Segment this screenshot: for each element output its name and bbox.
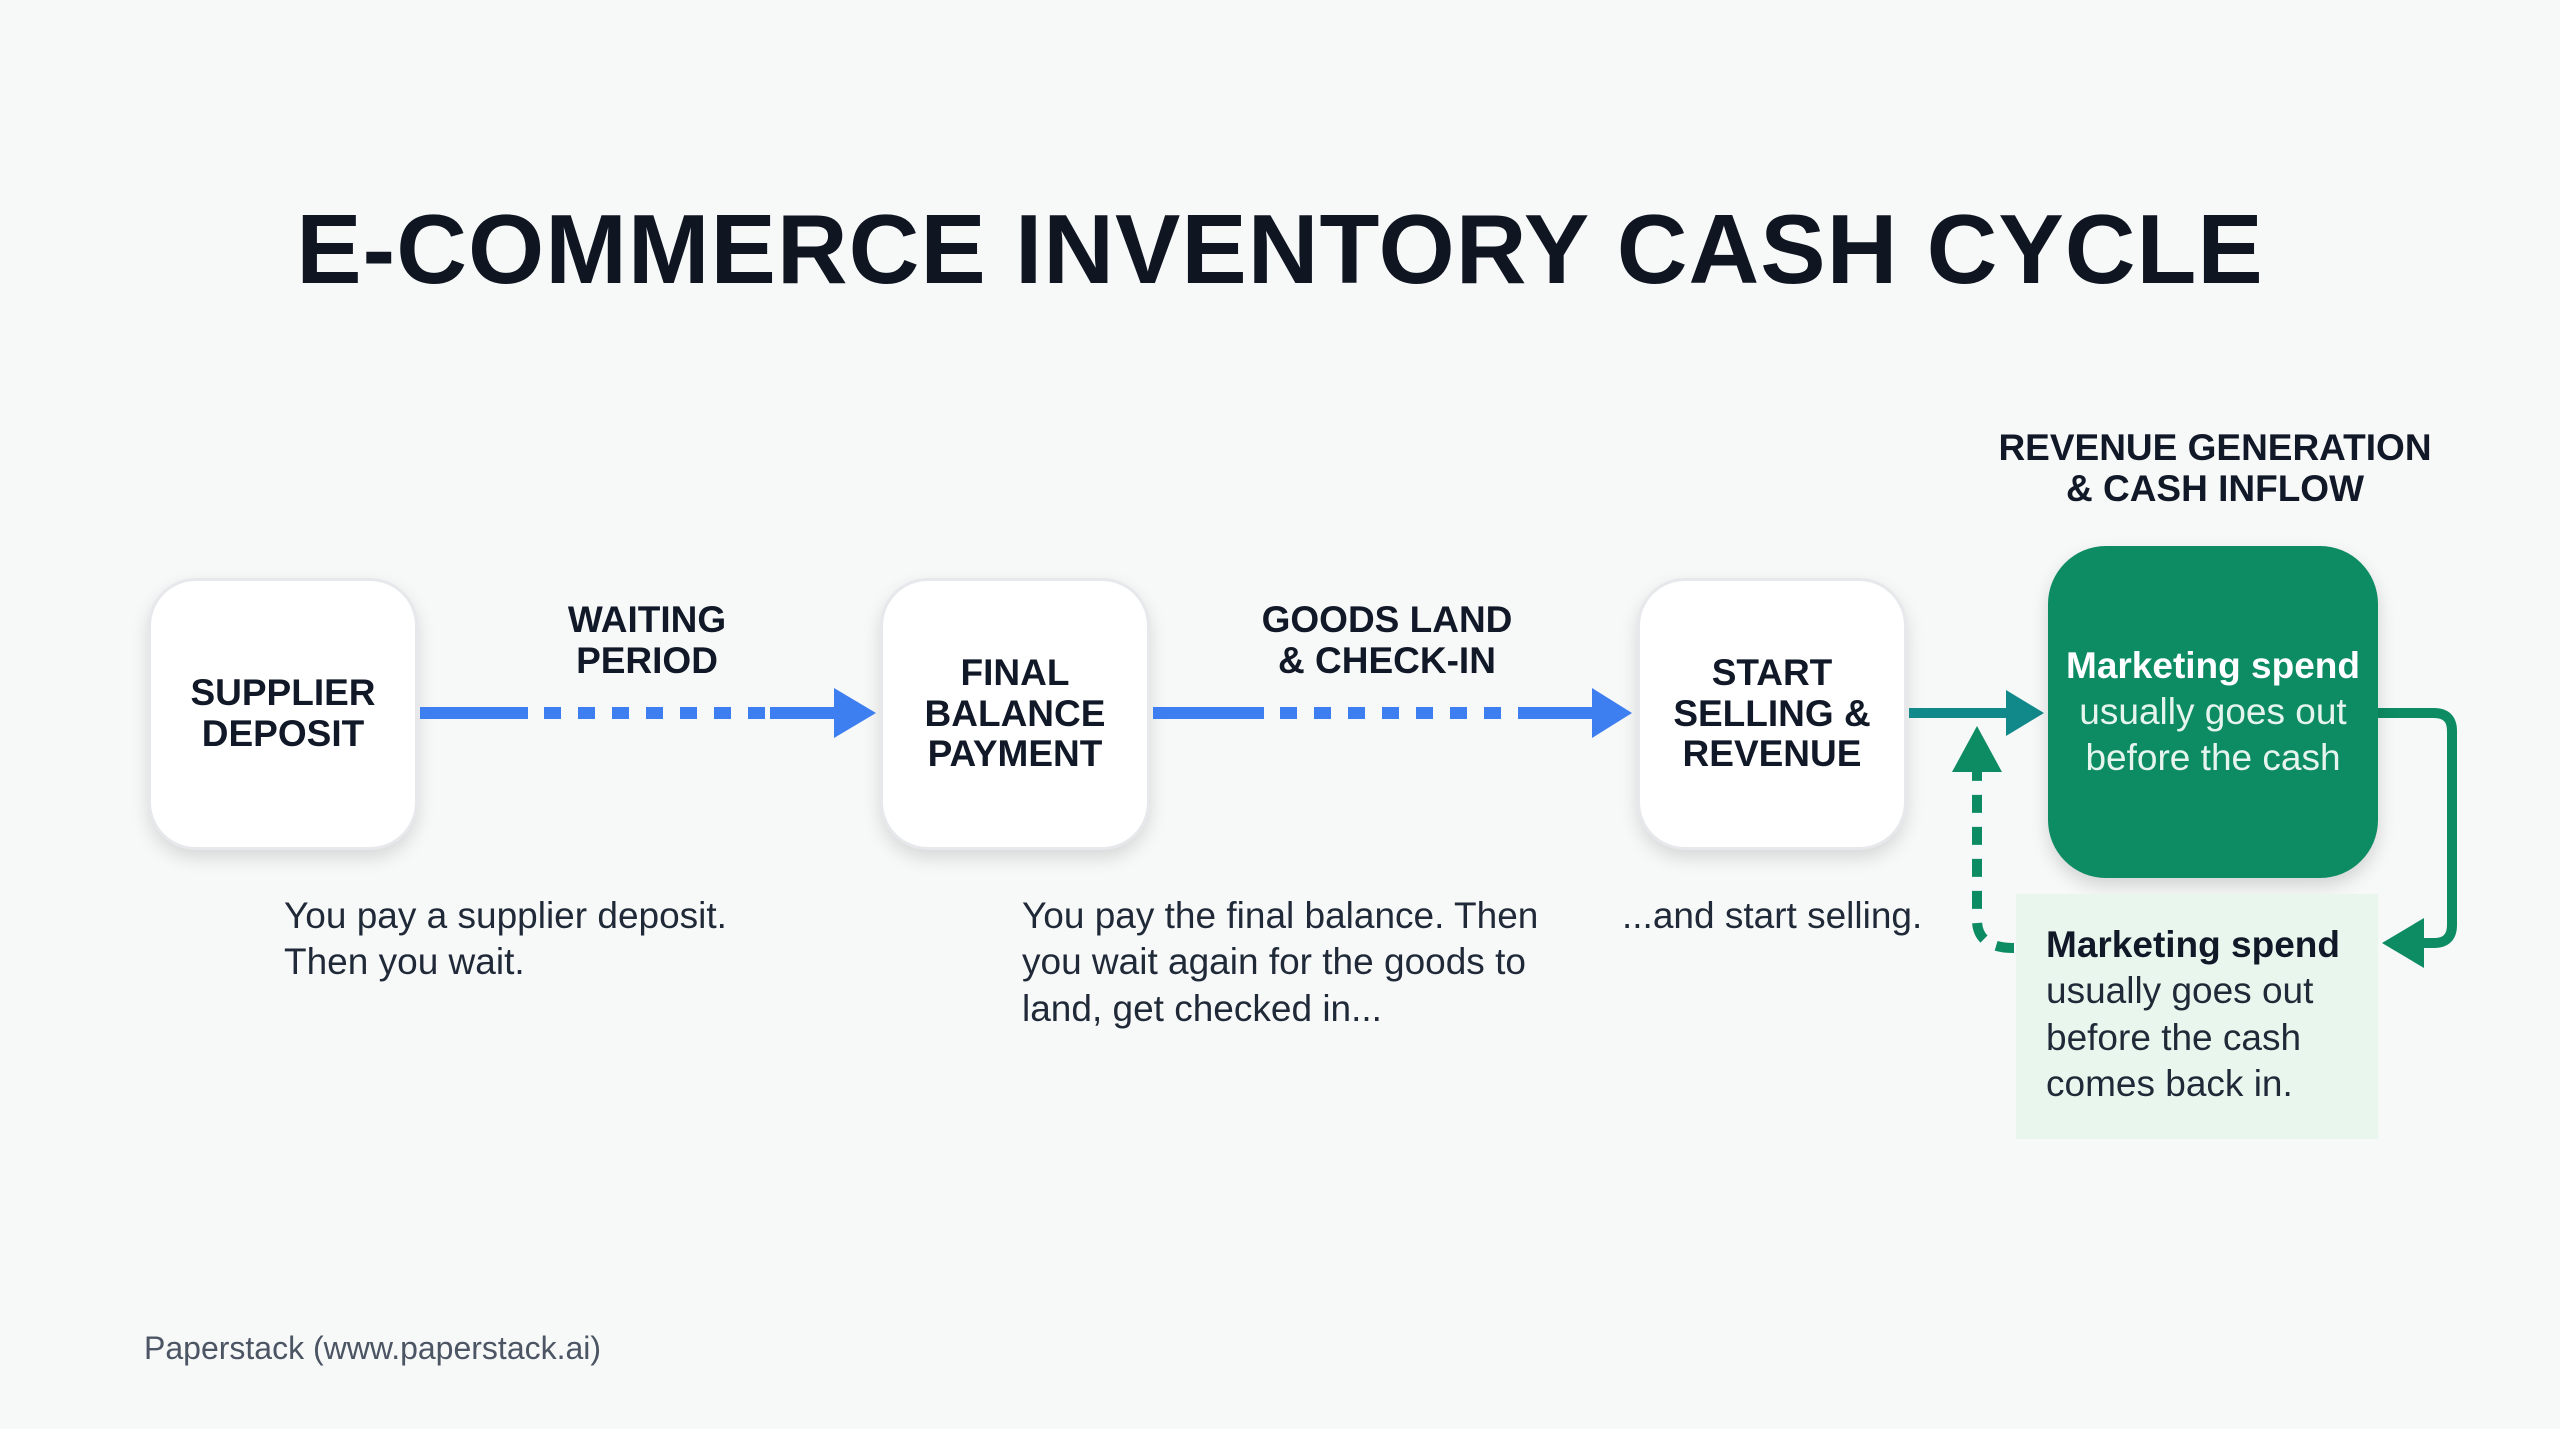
step-card-supplier-deposit: SUPPLIER DEPOSIT bbox=[148, 578, 418, 850]
note-line: comes back in. bbox=[2046, 1062, 2293, 1104]
arrow-label-waiting-period: WAITING PERIOD bbox=[567, 599, 727, 681]
step-label: FINAL BALANCE PAYMENT bbox=[924, 651, 1106, 775]
description-line: you wait again for the goods to bbox=[1022, 941, 1526, 983]
page-title: E-COMMERCE INVENTORY CASH CYCLE bbox=[296, 194, 2264, 304]
step-card-start-selling: START SELLING & REVENUE bbox=[1637, 578, 1907, 850]
loop-arrow-down bbox=[2378, 708, 2457, 948]
note-line: before the cash bbox=[2046, 1016, 2302, 1058]
arrow-head bbox=[1952, 726, 2002, 772]
marketing-spend-title: Marketing spend bbox=[2066, 644, 2360, 686]
step-label: SUPPLIER DEPOSIT bbox=[190, 672, 376, 754]
return-dashed-arrow bbox=[1972, 768, 2015, 953]
arrow-head bbox=[2006, 690, 2044, 736]
note-title: Marketing spend bbox=[2046, 924, 2340, 965]
arrow-head bbox=[834, 688, 876, 738]
step-description-final-balance: You pay the final balance. Then you wait… bbox=[1022, 893, 1538, 1032]
marketing-spend-line: usually goes out bbox=[2079, 690, 2347, 732]
description-line: ...and start selling. bbox=[1622, 895, 1923, 936]
footer-credit: Paperstack (www.paperstack.ai) bbox=[144, 1330, 602, 1366]
marketing-spend-card: Marketing spend usually goes out before … bbox=[2048, 546, 2378, 878]
step-description-deposit: You pay a supplier deposit. Then you wai… bbox=[284, 893, 727, 986]
marketing-spend-line: before the cash bbox=[2085, 737, 2341, 779]
revenue-generation-header: REVENUE GENERATION & CASH INFLOW bbox=[1998, 427, 2432, 509]
description-line: You pay the final balance. Then bbox=[1022, 895, 1539, 936]
description-line: land, get checked in... bbox=[1022, 987, 1382, 1029]
step-label: START SELLING & REVENUE bbox=[1673, 651, 1871, 775]
step-description-selling: ...and start selling. bbox=[1622, 893, 1922, 939]
marketing-spend-note: Marketing spend usually goes out before … bbox=[2016, 894, 2378, 1139]
note-line: usually goes out bbox=[2046, 970, 2314, 1012]
description-line: You pay a supplier deposit. bbox=[284, 895, 727, 936]
arrow-head bbox=[1592, 688, 1632, 738]
arrow-label-goods-land: GOODS LAND & CHECK-IN bbox=[1261, 599, 1513, 681]
description-line: Then you wait. bbox=[284, 941, 525, 983]
arrow-head bbox=[2382, 918, 2424, 968]
step-card-final-balance-payment: FINAL BALANCE PAYMENT bbox=[880, 578, 1150, 850]
